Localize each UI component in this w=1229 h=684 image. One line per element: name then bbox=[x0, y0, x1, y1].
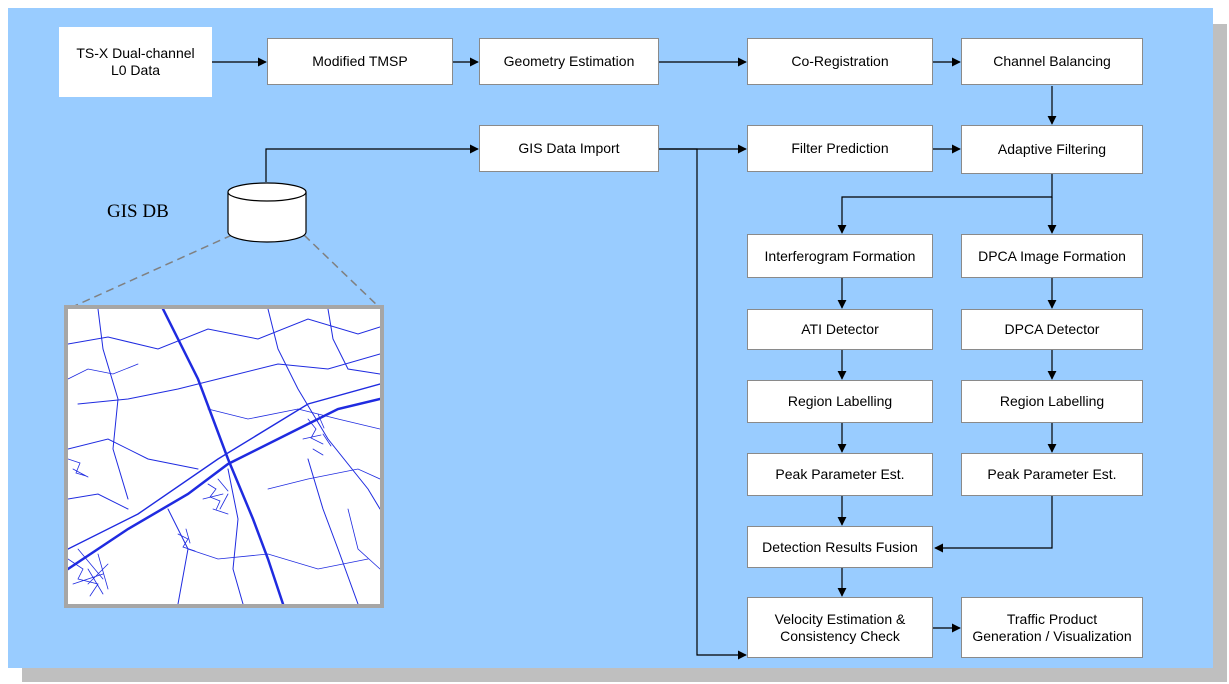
gis-db-label: GIS DB bbox=[107, 201, 169, 222]
ati-detector-node: ATI Detector bbox=[747, 309, 933, 350]
arrow-peak-right-to-fusion bbox=[934, 496, 1053, 553]
detection-results-fusion-node: Detection Results Fusion bbox=[747, 526, 933, 568]
modified-tmsp-node: Modified TMSP bbox=[267, 38, 453, 85]
road-network-image bbox=[68, 309, 380, 604]
region-labelling-right-node: Region Labelling bbox=[961, 380, 1143, 423]
zoom-line-right bbox=[303, 234, 381, 309]
dpca-image-formation-node: DPCA Image Formation bbox=[961, 234, 1143, 278]
traffic-product-node: Traffic Product Generation / Visualizati… bbox=[961, 597, 1143, 658]
geometry-estimation-node: Geometry Estimation bbox=[479, 38, 659, 85]
arrow-db-to-import bbox=[265, 144, 479, 182]
co-registration-node: Co-Registration bbox=[747, 38, 933, 85]
arrow-import-to-velocity bbox=[659, 148, 747, 660]
database-icon bbox=[227, 182, 307, 243]
peak-parameter-left-node: Peak Parameter Est. bbox=[747, 453, 933, 496]
filter-prediction-node: Filter Prediction bbox=[747, 125, 933, 172]
adaptive-filtering-node: Adaptive Filtering bbox=[961, 125, 1143, 174]
region-labelling-left-node: Region Labelling bbox=[747, 380, 933, 423]
zoom-line-left bbox=[69, 234, 233, 309]
interferogram-formation-node: Interferogram Formation bbox=[747, 234, 933, 278]
gis-data-import-node: GIS Data Import bbox=[479, 125, 659, 172]
peak-parameter-right-node: Peak Parameter Est. bbox=[961, 453, 1143, 496]
channel-balancing-node: Channel Balancing bbox=[961, 38, 1143, 85]
velocity-estimation-node: Velocity Estimation & Consistency Check bbox=[747, 597, 933, 658]
ts-x-data-node: TS-X Dual-channel L0 Data bbox=[59, 27, 212, 97]
road-map bbox=[64, 305, 384, 608]
dpca-detector-node: DPCA Detector bbox=[961, 309, 1143, 350]
arrow-adaptive-to-interferogram bbox=[837, 174, 1053, 234]
